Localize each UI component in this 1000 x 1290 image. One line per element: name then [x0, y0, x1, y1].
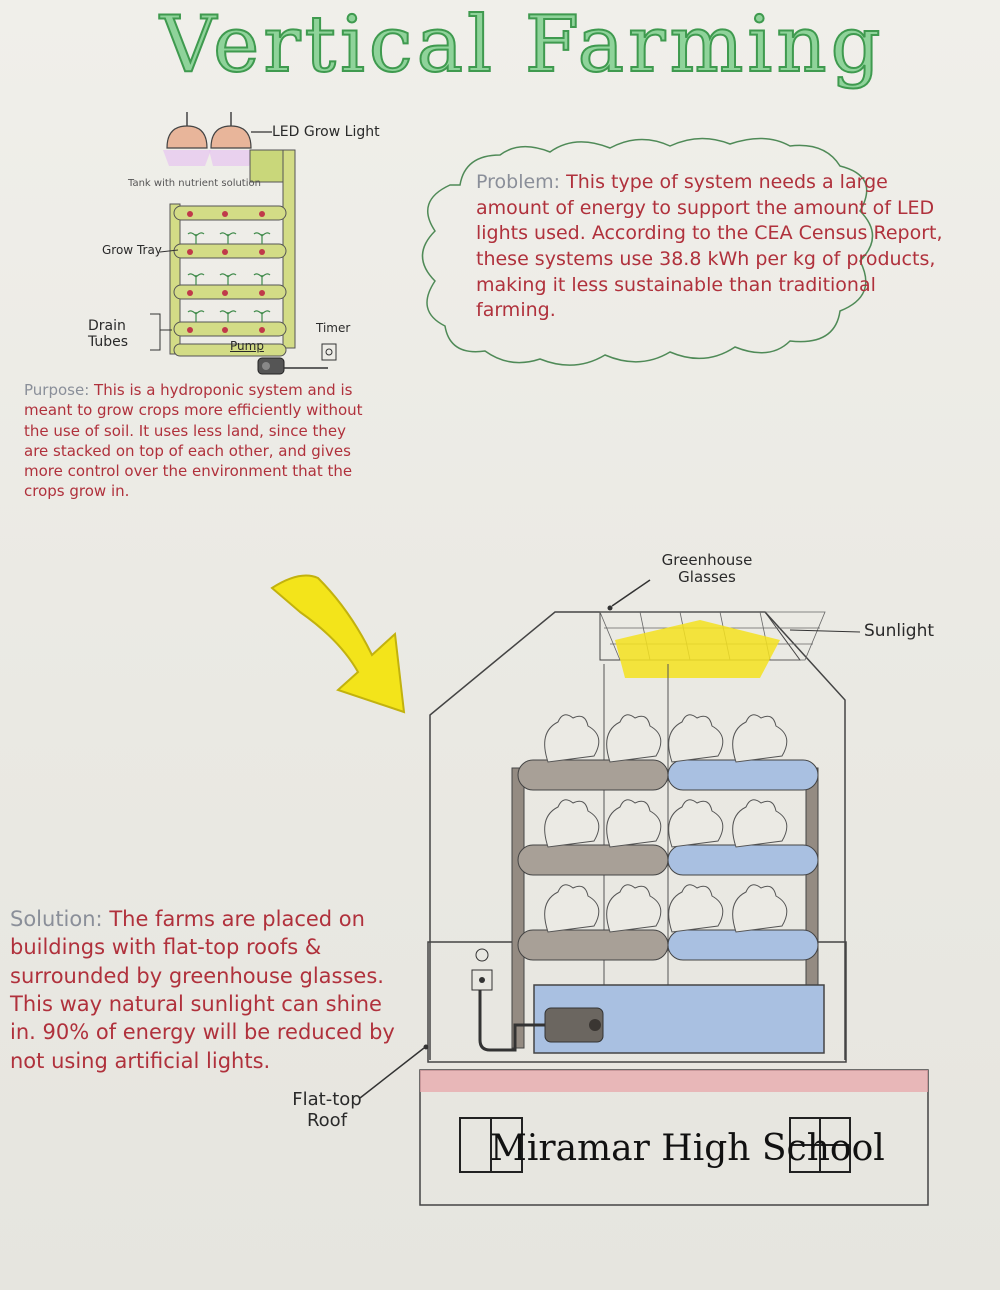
purpose-body: This is a hydroponic system and is meant…: [24, 381, 363, 501]
timer-icon: [321, 343, 337, 361]
pump-icon: [257, 357, 328, 375]
label-timer: Timer: [316, 321, 351, 335]
led-grow-light-icon: [163, 112, 255, 166]
school-windows: [459, 1117, 851, 1173]
problem-body: This type of system needs a large amount…: [476, 171, 943, 322]
arrow-icon: [270, 574, 406, 714]
greenhouse-drawing: [359, 579, 929, 1206]
grow-trays-large: [517, 759, 819, 961]
label-grow-tray: Grow Tray: [102, 243, 162, 257]
lettuce-plants: [544, 714, 788, 933]
purpose-lead: Purpose:: [24, 381, 90, 399]
problem-text: Problem: This type of system needs a lar…: [476, 170, 946, 324]
seedlings: [187, 232, 271, 322]
solution-text: Solution: The farms are placed on buildi…: [10, 905, 405, 1075]
flat-top-roof: [420, 1070, 928, 1092]
label-pump: Pump: [230, 339, 264, 353]
school-sign: Miramar High School: [490, 1128, 885, 1169]
grow-trays: [173, 205, 287, 357]
sunlight-icon: [615, 620, 780, 678]
timer-icon-large: [471, 948, 493, 991]
pump-icon-large: [544, 1007, 604, 1043]
problem-cloud: [421, 137, 874, 366]
label-flat-top-roof: Flat-top Roof: [292, 1089, 362, 1131]
purpose-text: Purpose: This is a hydroponic system and…: [24, 380, 364, 502]
problem-lead: Problem:: [476, 171, 561, 193]
label-sunlight: Sunlight: [864, 621, 935, 641]
label-tank: Tank with nutrient solution: [128, 178, 261, 189]
label-led-grow-light: LED Grow Light: [272, 124, 380, 140]
hydroponic-diagram: [150, 112, 337, 375]
solution-lead: Solution:: [10, 907, 103, 931]
label-drain-tubes: Drain Tubes: [88, 318, 129, 351]
label-greenhouse-glasses: Greenhouse Glasses: [661, 551, 753, 587]
solution-body: The farms are placed on buildings with f…: [10, 907, 395, 1073]
